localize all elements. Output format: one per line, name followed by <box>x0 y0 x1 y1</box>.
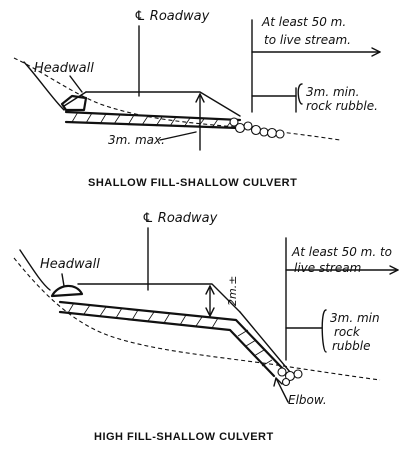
original-ground-line <box>13 257 381 381</box>
rock-rubble <box>277 367 303 387</box>
depth-arrow-top <box>195 93 205 103</box>
rubble-note-line2: rock rubble. <box>306 99 378 113</box>
culvert-pipe <box>64 110 242 130</box>
roadway-label: ℄ Roadway <box>142 211 218 226</box>
embankment-slope-left <box>19 249 51 291</box>
elbow-leader <box>275 377 289 403</box>
embankment-top <box>85 91 241 117</box>
culvert-pipe <box>58 300 286 378</box>
headwall-leader <box>69 75 83 93</box>
embankment-slope-left <box>23 61 65 111</box>
headwall-label: Headwall <box>34 61 94 76</box>
rubble-brace <box>321 309 327 353</box>
headwall <box>60 94 88 112</box>
embankment-crest-left <box>63 91 87 107</box>
depth-arrow-bottom <box>205 307 215 317</box>
arrow-head <box>371 47 381 57</box>
elbow-label: Elbow. <box>288 393 327 407</box>
top-caption: SHALLOW FILL-SHALLOW CULVERT <box>88 177 297 189</box>
culvert-hatching <box>71 111 233 129</box>
shallow-fill-diagram: ℄ Roadway At least 50 m. to live stream.… <box>13 9 381 189</box>
depth-label: 3m. max. <box>108 133 165 147</box>
depth-label: 2m.± <box>226 276 239 306</box>
elbow-arrow <box>273 377 283 387</box>
embankment-slope-right <box>239 311 291 373</box>
depth-leader <box>159 131 197 141</box>
stream-note-line1: At least 50 m. to <box>291 245 392 259</box>
stream-note-line1: At least 50 m. <box>261 15 346 29</box>
stream-note-line2: live stream <box>294 261 361 275</box>
roadway-label: ℄ Roadway <box>134 9 210 24</box>
stream-note-line2: to live stream. <box>264 33 351 47</box>
rubble-note-line2: rock <box>334 325 361 339</box>
embankment-top <box>77 283 241 313</box>
headwall <box>50 284 84 298</box>
arrow-head <box>389 265 399 275</box>
headwall-label: Headwall <box>40 257 100 272</box>
bottom-caption: HIGH FILL-SHALLOW CULVERT <box>94 431 274 443</box>
high-fill-diagram: ℄ Roadway At least 50 m. to live stream … <box>13 211 399 443</box>
depth-arrow-top <box>205 285 215 295</box>
rubble-note-line3: rubble <box>332 339 371 353</box>
rubble-note-line1: 3m. min. <box>306 85 359 99</box>
rubble-brace <box>297 83 303 105</box>
rock-rubble <box>229 117 285 139</box>
culvert-hatching <box>67 302 273 367</box>
headwall-leader <box>61 273 65 287</box>
rubble-note-line1: 3m. min <box>330 311 380 325</box>
